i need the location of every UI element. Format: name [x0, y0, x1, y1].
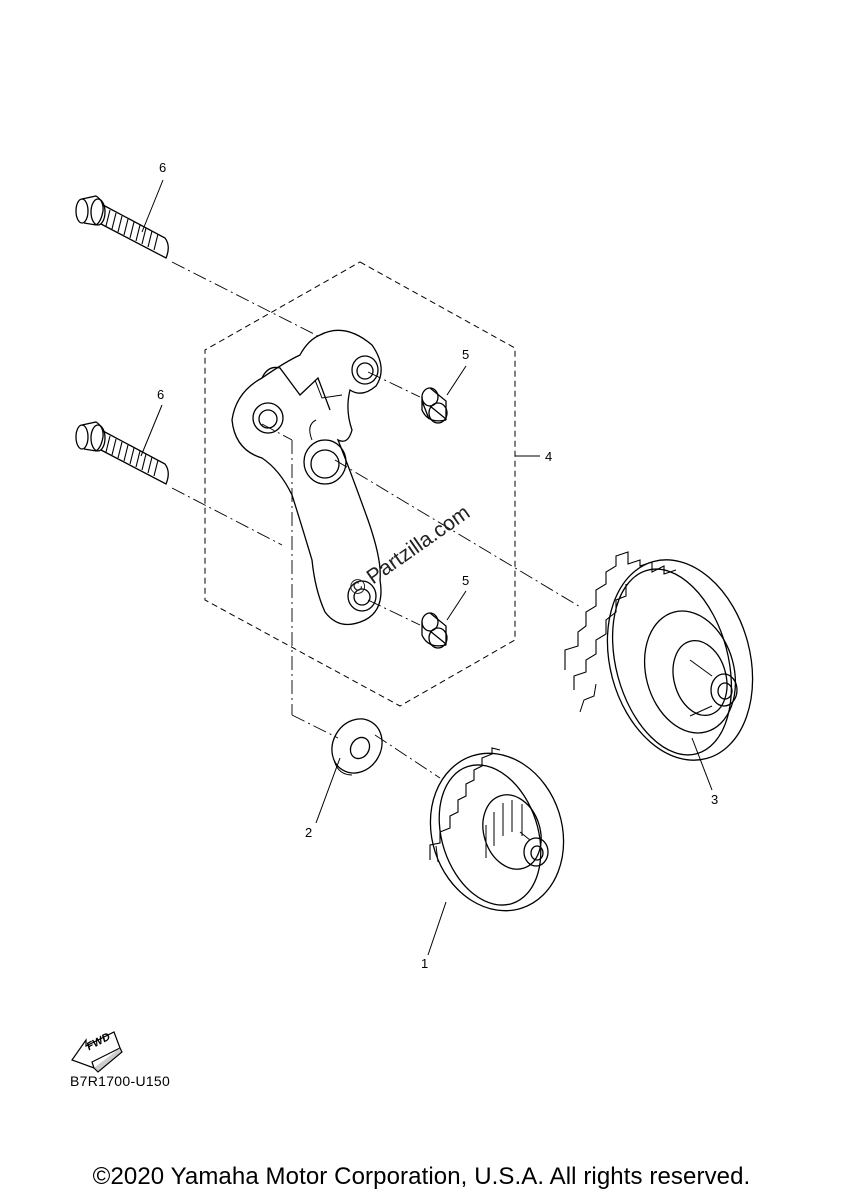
callout-3: 3: [711, 792, 719, 807]
copyright-notice: ©2020 Yamaha Motor Corporation, U.S.A. A…: [92, 1163, 751, 1190]
alignment-lines: [172, 262, 582, 778]
washer: [322, 710, 392, 782]
bracket: [232, 330, 381, 624]
fwd-arrow-icon: [72, 1032, 122, 1072]
callout-4: 4: [545, 449, 553, 464]
gear-small: [410, 736, 583, 928]
leader-lines: [141, 180, 712, 955]
assembly-boundary: [205, 262, 515, 706]
callout-6-bottom: 6: [157, 387, 165, 402]
collar-bottom: [422, 613, 447, 648]
callout-1: 1: [421, 956, 429, 971]
callout-5-top: 5: [462, 347, 470, 362]
collar-top: [422, 388, 447, 423]
bolt-top: [76, 196, 168, 258]
callout-2: 2: [305, 825, 313, 840]
callout-5-bottom: 5: [462, 573, 470, 588]
callout-6-top: 6: [159, 160, 167, 175]
bolt-bottom: [76, 422, 168, 484]
gear-large: [565, 543, 774, 776]
diagram-code: B7R1700-U150: [70, 1073, 171, 1089]
